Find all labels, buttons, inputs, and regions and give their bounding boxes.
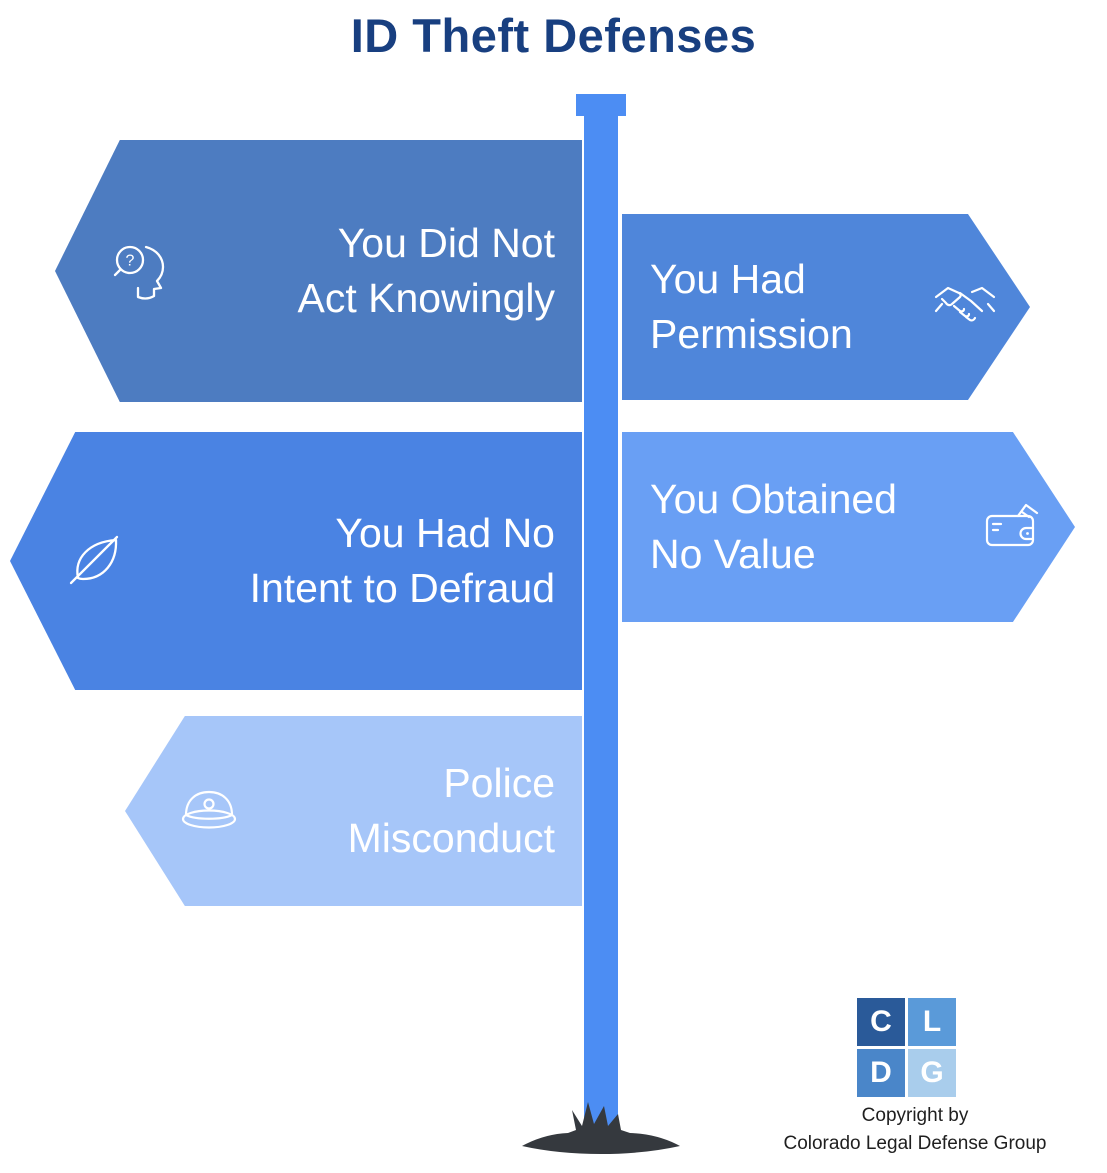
logo-square-g: G: [908, 1049, 956, 1097]
sign-label: You Had Permission: [650, 256, 853, 357]
signpost-pole-cap: [576, 94, 626, 116]
page-title: ID Theft Defenses: [350, 9, 757, 62]
logo-square-d: D: [857, 1049, 905, 1097]
sign-you-did-not-act-knowingly: ? You Did Not Act Knowingly: [55, 140, 582, 402]
svg-text:?: ?: [126, 253, 135, 270]
signpost-pole: [584, 116, 618, 1142]
sign-label: You Obtained No Value: [650, 476, 897, 577]
copyright-text: Copyright by Colorado Legal Defense Grou…: [783, 1105, 1047, 1154]
mind-search-icon: ?: [105, 235, 177, 307]
sign-label: Police Misconduct: [347, 760, 555, 861]
sign-police-misconduct: Police Misconduct: [125, 716, 582, 906]
handshake-icon: [929, 271, 1001, 343]
sign-you-obtained-no-value: You Obtained No Value: [622, 432, 1075, 622]
cldg-logo: C L D G: [857, 998, 956, 1097]
sign-label: You Had No Intent to Defraud: [249, 510, 555, 611]
wallet-icon: [976, 491, 1048, 563]
sign-no-intent-to-defraud: You Had No Intent to Defraud: [10, 432, 582, 690]
sign-you-had-permission: You Had Permission: [622, 214, 1030, 400]
police-cap-icon: [173, 775, 245, 847]
sign-label: You Did Not Act Knowingly: [297, 220, 555, 321]
logo-square-c: C: [857, 998, 905, 1046]
signpost-base-grass: [522, 1102, 680, 1154]
leaf-slash-icon: [59, 525, 131, 597]
logo-square-l: L: [908, 998, 956, 1046]
